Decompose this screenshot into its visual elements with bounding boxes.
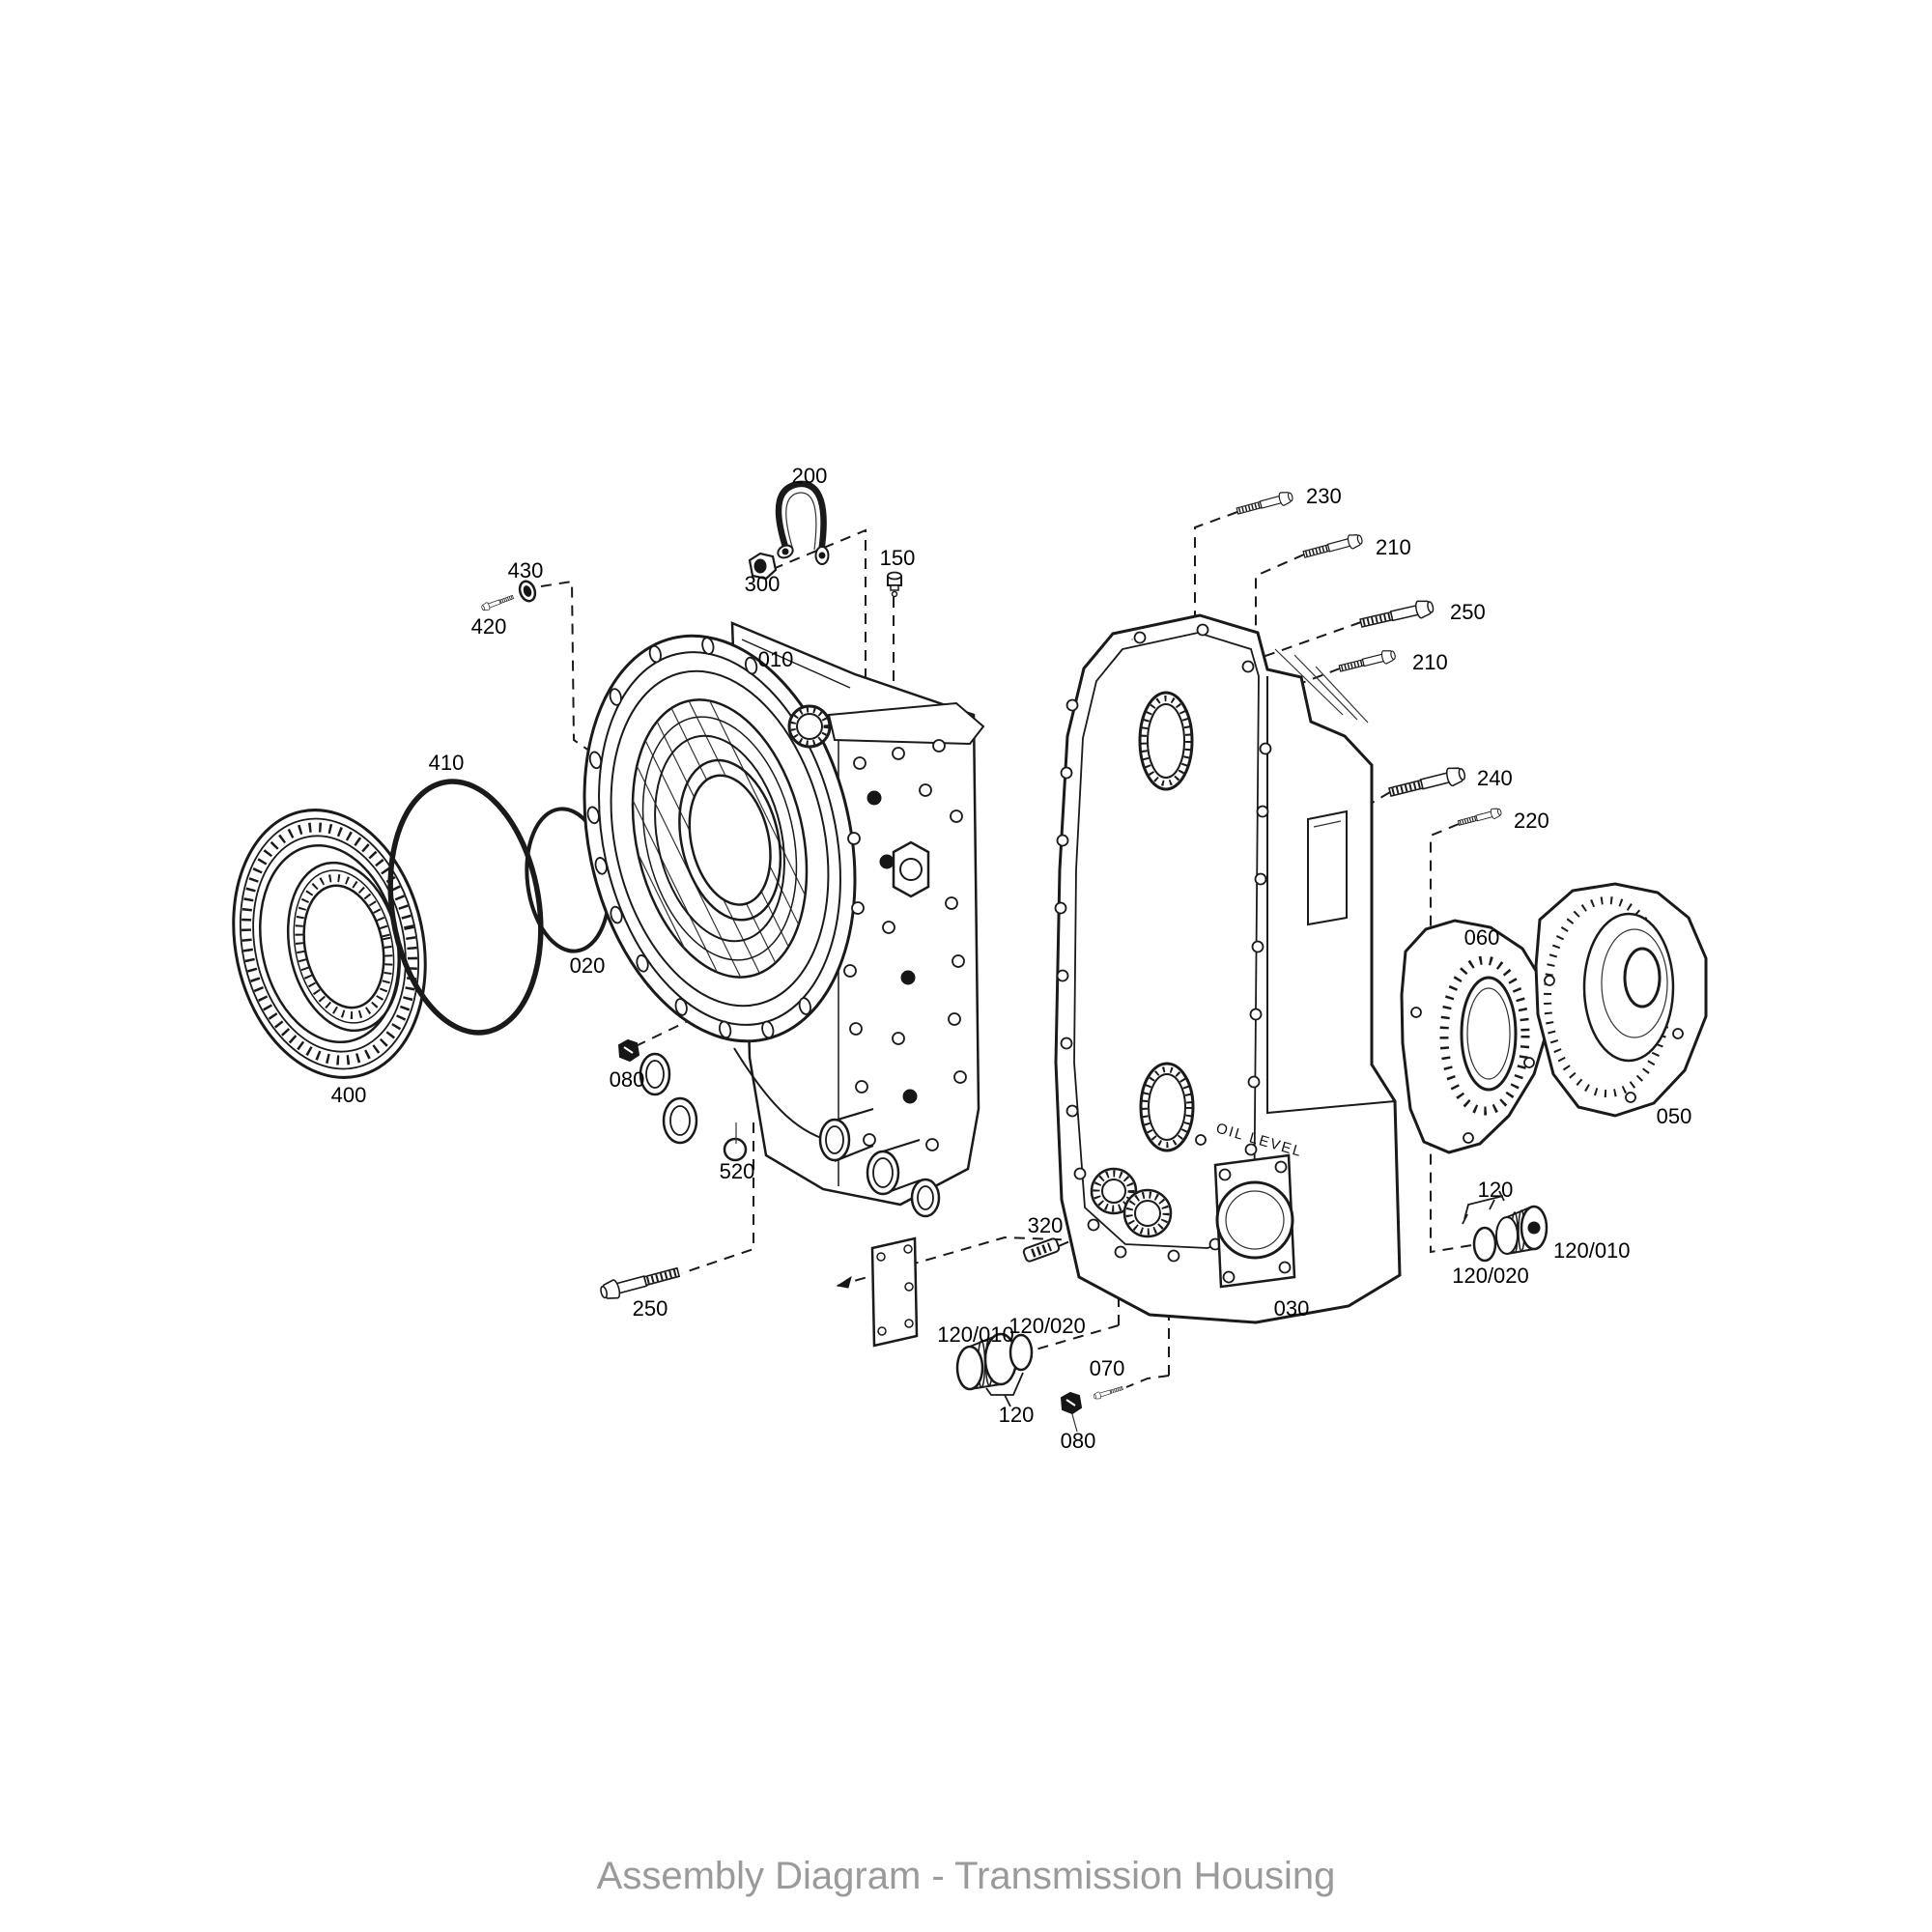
shackle-clip-200 — [775, 480, 830, 565]
part-label-120-020-right: 120/020 — [1452, 1264, 1529, 1288]
part-label-430: 430 — [508, 558, 544, 582]
part-label-060: 060 — [1464, 925, 1500, 950]
hex-bolt-230 — [1236, 490, 1293, 517]
sealing-ring-120-020-right — [1472, 1226, 1497, 1263]
part-label-210a: 210 — [1376, 535, 1411, 559]
part-label-080-left: 080 — [610, 1067, 645, 1092]
shaft-seal-400 — [232, 809, 427, 1079]
hex-nut-080-bottom — [1060, 1391, 1083, 1433]
part-label-080-bottom: 080 — [1061, 1429, 1096, 1453]
hex-bolt-210b — [1338, 648, 1396, 674]
part-label-410: 410 — [429, 751, 465, 775]
hex-bolt-420 — [479, 591, 516, 613]
part-label-320: 320 — [1028, 1213, 1064, 1237]
part-label-050: 050 — [1657, 1104, 1692, 1128]
part-label-120-020-bottom: 120/020 — [1009, 1314, 1086, 1338]
hex-bolt-240 — [1388, 765, 1466, 801]
shim-plate — [870, 1236, 919, 1348]
hex-nut-080-left — [617, 1038, 640, 1063]
screw-plug-group-right — [1462, 1190, 1548, 1263]
bearing-cover-050 — [1534, 882, 1708, 1118]
part-label-120-bottom: 120 — [999, 1403, 1035, 1427]
part-label-200: 200 — [792, 464, 828, 488]
sealing-ring-120-020-bottom — [1009, 1333, 1034, 1372]
gearbox-housing-030: OIL LEVEL — [1054, 613, 1402, 1324]
o-ring-410 — [387, 779, 544, 1036]
part-label-210b: 210 — [1412, 650, 1448, 674]
converter-housing-010 — [582, 621, 985, 1218]
part-label-120-right: 120 — [1478, 1178, 1514, 1202]
part-label-400: 400 — [331, 1083, 367, 1107]
valve-body-holes — [843, 739, 967, 1151]
part-label-520: 520 — [720, 1159, 755, 1183]
washer-430 — [518, 580, 537, 603]
dowel-pin-320 — [1022, 1237, 1061, 1263]
slotted-screw-070 — [1092, 1383, 1125, 1402]
part-labels: 200 300 150 430 420 010 410 020 400 080 … — [331, 464, 1692, 1453]
steel-ball-520 — [723, 1137, 748, 1162]
part-label-230: 230 — [1306, 484, 1342, 508]
flange-bolt-holes — [586, 637, 811, 1039]
part-label-250-lower-left: 250 — [633, 1296, 668, 1321]
screw-plug-group-bottom — [955, 1332, 1034, 1407]
part-label-120-010-bottom: 120/010 — [937, 1322, 1014, 1347]
part-label-420: 420 — [471, 614, 507, 639]
hex-bolt-220 — [1455, 805, 1505, 831]
part-label-240: 240 — [1477, 766, 1513, 790]
part-label-030: 030 — [1274, 1296, 1310, 1321]
part-label-250a: 250 — [1450, 600, 1486, 624]
hex-bolt-210a — [1302, 532, 1363, 561]
hex-nut-300 — [748, 552, 778, 581]
part-label-300: 300 — [745, 572, 781, 596]
part-label-020: 020 — [570, 953, 606, 978]
breather-fitting-150 — [887, 571, 902, 598]
part-label-010: 010 — [758, 647, 794, 671]
hex-bolt-250a — [1359, 598, 1435, 631]
part-label-220: 220 — [1514, 809, 1549, 833]
gasket-cover-060 — [1400, 919, 1549, 1154]
part-label-150: 150 — [880, 546, 916, 570]
lower-bosses — [639, 1047, 941, 1218]
part-label-070: 070 — [1090, 1356, 1125, 1380]
diagram-title: Assembly Diagram - Transmission Housing — [597, 1855, 1336, 1897]
gasket-holes — [1054, 623, 1272, 1263]
part-label-120-010-right: 120/010 — [1553, 1238, 1631, 1263]
